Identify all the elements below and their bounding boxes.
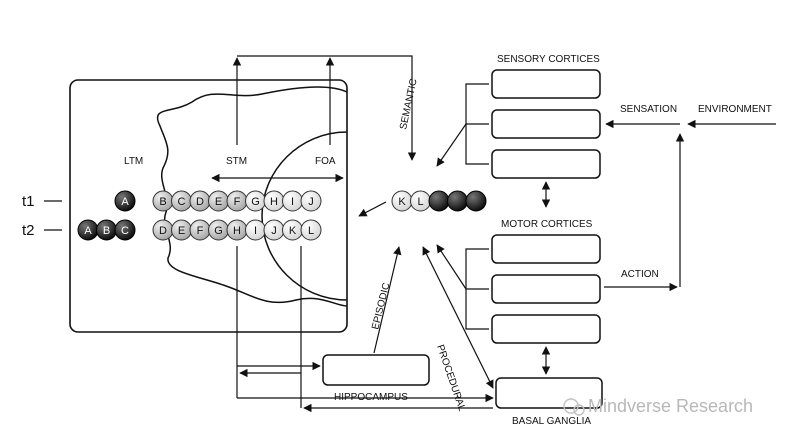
item-ball-label: B	[103, 225, 110, 237]
item-ball	[114, 190, 136, 212]
item-ball-label: E	[178, 225, 185, 237]
environment-label: ENVIRONMENT	[698, 104, 772, 115]
sensory-cortex-box-3	[491, 149, 601, 179]
motor-cortex-box-2	[491, 274, 601, 304]
stm-boundary	[156, 86, 348, 307]
item-ball	[300, 190, 322, 212]
episodic-label: EPISODIC	[370, 282, 392, 331]
procedural-arrow	[422, 246, 494, 389]
sensory-cortex-box-2	[491, 109, 601, 139]
watermark-logo-icon-b	[573, 404, 585, 416]
item-ball-label: B	[159, 196, 166, 208]
procedural-label: PROCEDURAL	[434, 343, 467, 413]
item-ball-label: D	[159, 225, 167, 237]
ltm-region-box	[69, 79, 348, 333]
t2-label: t2	[22, 222, 35, 239]
motor-cortices-label: MOTOR CORTICES	[501, 219, 593, 230]
motor-cortex-box-3	[491, 314, 601, 344]
watermark: Mindverse Research	[563, 396, 753, 416]
item-ball-label: H	[270, 196, 278, 208]
item-ball-label: H	[233, 225, 241, 237]
sensation-label: SENSATION	[620, 104, 677, 115]
watermark-logo-icon	[563, 398, 579, 414]
top-loop-line	[237, 55, 417, 161]
action-label: ACTION	[621, 269, 659, 280]
stm-label: STM	[226, 156, 247, 167]
item-ball-label: D	[196, 196, 204, 208]
item-ball-label: L	[308, 225, 314, 237]
item-ball-label: A	[84, 225, 92, 237]
item-ball	[300, 219, 322, 241]
sensory-to-output-arrow	[436, 123, 467, 167]
item-ball-label: K	[398, 196, 406, 208]
basal-ganglia-box	[495, 377, 603, 409]
item-ball	[447, 190, 468, 212]
item-ball-label: F	[234, 196, 241, 208]
item-ball-label: C	[121, 225, 129, 237]
item-ball-label: G	[251, 196, 260, 208]
watermark-text: Mindverse Research	[588, 396, 753, 416]
item-ball	[114, 219, 136, 241]
sensory-cortex-box-1	[491, 69, 601, 99]
ltm-label: LTM	[124, 156, 143, 167]
foa-label: FOA	[315, 156, 336, 167]
item-ball-label: A	[121, 196, 129, 208]
episodic-arrow	[373, 246, 402, 354]
item-ball-label: F	[197, 225, 204, 237]
basal-ganglia-label: BASAL GANGLIA	[512, 416, 591, 427]
sensory-cortices-label: SENSORY CORTICES	[497, 54, 600, 65]
motor-cortex-box-1	[491, 234, 601, 264]
item-ball-label: L	[417, 196, 423, 208]
item-ball-label: I	[291, 196, 294, 208]
semantic-label: SEMANTIC	[398, 78, 420, 131]
item-ball	[428, 190, 450, 212]
hippocampus-box	[322, 354, 430, 386]
item-ball-label: E	[215, 196, 222, 208]
item-ball-label: J	[308, 196, 314, 208]
item-ball	[465, 190, 487, 212]
item-ball-label: C	[178, 196, 186, 208]
t1-label: t1	[22, 193, 35, 210]
motor-to-output-arrow	[436, 244, 467, 290]
item-ball-label: J	[271, 225, 277, 237]
foa-to-output-arrow	[358, 201, 387, 217]
foa-boundary	[261, 131, 348, 301]
item-ball-label: K	[289, 225, 297, 237]
item-ball-label: I	[254, 225, 257, 237]
item-ball-label: G	[214, 225, 223, 237]
